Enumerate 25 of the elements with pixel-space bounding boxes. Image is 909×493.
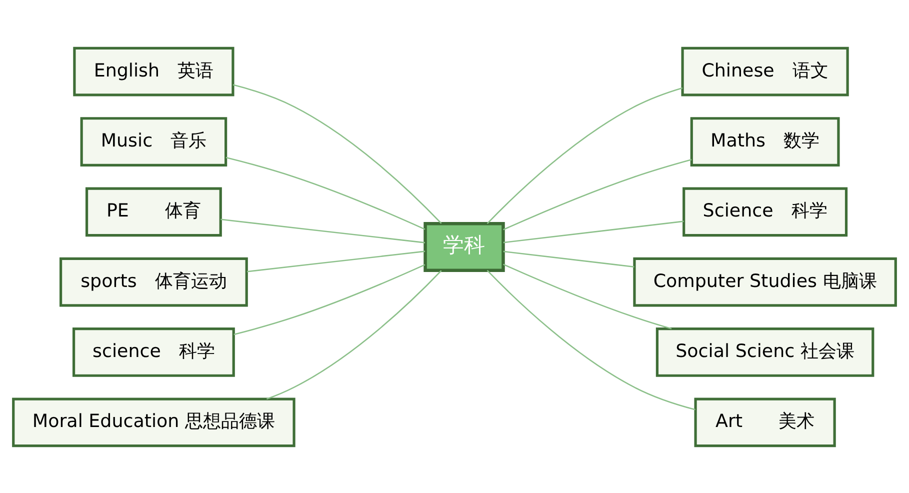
- node-box: Social Scienc 社会课: [656, 327, 874, 376]
- node-box: English 英语: [73, 46, 234, 96]
- node-box: Computer Studies 电脑课: [633, 256, 897, 306]
- connector: [246, 250, 426, 272]
- connector: [486, 86, 683, 224]
- node-box: sports 体育运动: [60, 256, 248, 306]
- node-box: 学科: [424, 221, 505, 272]
- connector: [220, 218, 426, 243]
- node-box: Music 音乐: [80, 116, 228, 166]
- node-box: Moral Education 思想品德课: [12, 397, 296, 447]
- connector: [226, 156, 426, 230]
- connector: [503, 220, 684, 243]
- node-box: Science 科学: [682, 186, 848, 236]
- connector: [234, 264, 426, 335]
- connector: [486, 270, 696, 410]
- node-box: PE 体育: [85, 186, 222, 236]
- connector: [502, 263, 672, 329]
- connector: [503, 250, 634, 267]
- connector: [266, 270, 442, 400]
- connector: [232, 84, 442, 224]
- node-box: Chinese 语文: [681, 46, 849, 96]
- node-box: Maths 数学: [690, 116, 840, 166]
- node-box: Art 美术: [694, 397, 836, 447]
- node-box: science 科学: [72, 327, 235, 376]
- connector: [502, 158, 692, 230]
